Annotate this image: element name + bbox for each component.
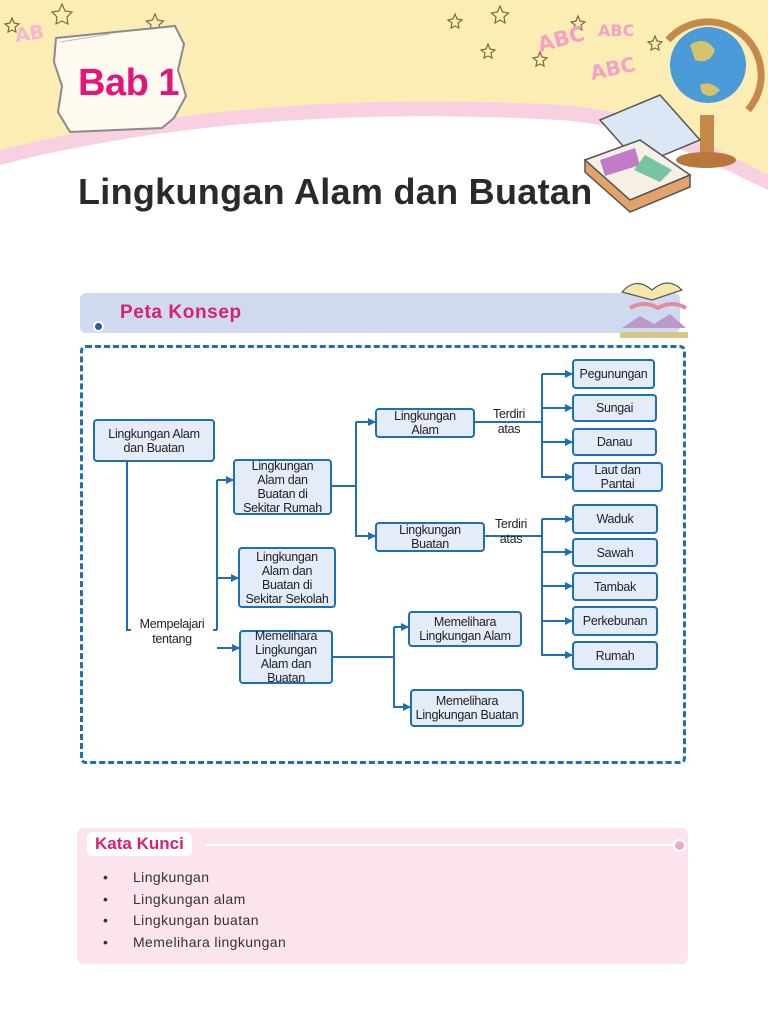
svg-text:ABC: ABC xyxy=(598,21,634,40)
concept-map xyxy=(80,345,686,764)
header-background: AB ABC ABC ABC xyxy=(0,0,768,230)
list-item: • Memelihara lingkungan xyxy=(103,934,286,956)
keywords-list: • Lingkungan • Lingkungan alam • Lingkungan… xyxy=(103,869,286,955)
concept-node-danau: Danau xyxy=(572,428,657,456)
keywords-title: Kata Kunci xyxy=(95,834,184,853)
concept-node-sungai: Sungai xyxy=(572,394,657,422)
concept-node-memelihara-alam: Memelihara Lingkungan Alam xyxy=(408,611,522,647)
chapter-number: Bab 1 xyxy=(78,62,179,104)
bullet-icon: • xyxy=(103,933,109,950)
edge-label-terdiri-buatan: Terdiri atas xyxy=(495,517,527,546)
concept-node-laut-pantai: Laut dan Pantai xyxy=(572,462,663,492)
keyword-text: Lingkungan xyxy=(133,869,210,885)
keywords-title-tag: Kata Kunci xyxy=(87,832,192,856)
keyword-text: Lingkungan buatan xyxy=(133,912,259,928)
edge-label-mempelajari: Mempelajari tentang xyxy=(131,617,213,647)
chapter-title: Lingkungan Alam dan Buatan xyxy=(78,171,593,212)
divider xyxy=(205,844,675,846)
concept-node-tambak: Tambak xyxy=(572,572,658,601)
edge-label-terdiri-alam: Terdiri atas xyxy=(493,407,525,436)
concept-node-buatan: Lingkungan Buatan xyxy=(375,522,485,552)
list-item: • Lingkungan xyxy=(103,869,286,891)
concept-node-perkebunan: Perkebunan xyxy=(572,606,658,636)
concept-node-rumah-item: Rumah xyxy=(572,641,658,670)
list-item: • Lingkungan buatan xyxy=(103,912,286,934)
concept-node-sawah: Sawah xyxy=(572,538,658,567)
concept-node-alam: Lingkungan Alam xyxy=(375,408,475,438)
list-item: • Lingkungan alam xyxy=(103,891,286,913)
concept-node-pegunungan: Pegunungan xyxy=(572,359,655,389)
chapter-header: AB ABC ABC ABC Bab 1 Lingkungan Alam dan… xyxy=(0,0,768,230)
keyword-text: Lingkungan alam xyxy=(133,890,246,907)
bullet-icon: • xyxy=(103,869,109,885)
bullet-icon: • xyxy=(103,890,109,907)
section-bullet-icon xyxy=(93,321,104,332)
concept-node-memelihara-buatan: Memelihara Lingkungan Buatan xyxy=(410,689,524,727)
concept-node-rumah: Lingkungan Alam dan Buatan di Sekitar Ru… xyxy=(233,459,332,515)
bullet-icon: • xyxy=(103,912,109,928)
divider-dot-icon xyxy=(673,839,686,852)
concept-node-waduk: Waduk xyxy=(572,504,658,534)
flying-book-icon xyxy=(620,282,688,338)
concept-map-title: Peta Konsep xyxy=(120,302,242,323)
concept-node-sekolah: Lingkungan Alam dan Buatan di Sekitar Se… xyxy=(238,547,336,608)
concept-map-header: Peta Konsep xyxy=(80,293,680,333)
concept-node-memelihara: Memelihara Lingkungan Alam dan Buatan xyxy=(239,629,333,685)
keyword-text: Memelihara lingkungan xyxy=(133,933,287,950)
keywords-box: Kata Kunci • Lingkungan • Lingkungan alam … xyxy=(77,828,688,964)
concept-node-root: Lingkungan Alam dan Buatan xyxy=(93,419,215,462)
svg-text:AB: AB xyxy=(14,21,46,47)
